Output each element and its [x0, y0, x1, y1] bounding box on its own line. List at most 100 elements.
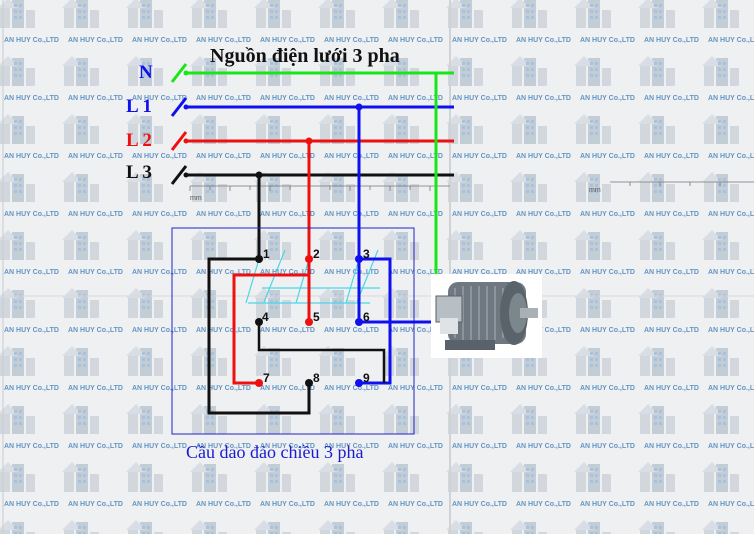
svg-text:6: 6 [363, 310, 370, 324]
watermark-text: AN HUY Co.,LTD [580, 153, 635, 160]
watermark-text: AN HUY Co.,LTD [68, 211, 123, 218]
watermark-text: AN HUY Co.,LTD [708, 37, 754, 44]
watermark-text: AN HUY Co.,LTD [324, 95, 379, 102]
watermark-text: AN HUY Co.,LTD [644, 501, 699, 508]
terminal-5: 5 [305, 310, 320, 326]
watermark-text: AN HUY Co.,LTD [68, 37, 123, 44]
terminal-3: 3 [355, 247, 370, 263]
watermark-text: AN HUY Co.,LTD [68, 501, 123, 508]
watermark-text: AN HUY Co.,LTD [260, 211, 315, 218]
terminal-4: 4 [255, 310, 269, 326]
watermark-text: AN HUY Co.,LTD [132, 501, 187, 508]
watermark-text: AN HUY Co.,LTD [4, 443, 59, 450]
watermark-text: AN HUY Co.,LTD [324, 37, 379, 44]
watermark-text: AN HUY Co.,LTD [324, 269, 379, 276]
watermark-text: AN HUY Co.,LTD [516, 385, 571, 392]
svg-text:2: 2 [313, 247, 320, 261]
watermark-text: AN HUY Co.,LTD [644, 211, 699, 218]
watermark-text: AN HUY Co.,LTD [388, 153, 443, 160]
watermark-text: AN HUY Co.,LTD [452, 95, 507, 102]
watermark-text: AN HUY Co.,LTD [516, 37, 571, 44]
watermark-text: AN HUY Co.,LTD [644, 153, 699, 160]
watermark-text: AN HUY Co.,LTD [644, 269, 699, 276]
line-label-l1: L 1 [126, 96, 152, 117]
svg-text:8: 8 [313, 371, 320, 385]
watermark-text: AN HUY Co.,LTD [580, 385, 635, 392]
watermark-text: AN HUY Co.,LTD [4, 153, 59, 160]
reversing-switch-frame [171, 227, 415, 435]
watermark-text: AN HUY Co.,LTD [260, 269, 315, 276]
watermark-text: AN HUY Co.,LTD [260, 501, 315, 508]
wire-4-9 [257, 322, 386, 383]
svg-text:1: 1 [263, 247, 270, 261]
watermark-text: AN HUY Co.,LTD [196, 327, 251, 334]
watermark-text: AN HUY Co.,LTD [452, 385, 507, 392]
watermark-text: AN HUY Co.,LTD [132, 153, 187, 160]
watermark-text: AN HUY Co.,LTD [132, 443, 187, 450]
watermark-text: AN HUY Co.,LTD [324, 443, 379, 450]
terminal-2: 2 [305, 247, 320, 263]
watermark-text: AN HUY Co.,LTD [644, 327, 699, 334]
terminal-1: 1 [255, 247, 270, 263]
watermark-text: AN HUY Co.,LTD [580, 37, 635, 44]
diagram-title: Nguồn điện lưới 3 pha [210, 45, 400, 67]
watermark-text: AN HUY Co.,LTD [644, 443, 699, 450]
watermark-text: AN HUY Co.,LTD [708, 501, 754, 508]
wire-1-8 [207, 257, 311, 415]
watermark-text: AN HUY Co.,LTD [708, 385, 754, 392]
svg-text:5: 5 [313, 310, 320, 324]
svg-text:9: 9 [363, 371, 370, 385]
watermark-text: AN HUY Co.,LTD [324, 501, 379, 508]
watermark-text: AN HUY Co.,LTD [196, 269, 251, 276]
terminal-6: 6 [355, 310, 370, 326]
knife-switch-icon [170, 63, 189, 185]
watermark-text: AN HUY Co.,LTD [388, 269, 443, 276]
watermark-text: AN HUY Co.,LTD [68, 443, 123, 450]
watermark-text: AN HUY Co.,LTD [516, 153, 571, 160]
watermark-text: AN HUY Co.,LTD [4, 269, 59, 276]
watermark-text: AN HUY Co.,LTD [388, 443, 443, 450]
watermark-text: AN HUY Co.,LTD [708, 211, 754, 218]
watermark-text: AN HUY Co.,LTD [4, 37, 59, 44]
watermark-text: AN HUY Co.,LTD [4, 501, 59, 508]
watermark-text: AN HUY Co.,LTD [68, 153, 123, 160]
watermark-text: AN HUY Co.,LTD [388, 37, 443, 44]
watermark-text: AN HUY Co.,LTD [196, 95, 251, 102]
watermark-text: AN HUY Co.,LTD [196, 385, 251, 392]
line-label-l3: L 3 [126, 162, 152, 183]
watermark-text: AN HUY Co.,LTD [196, 443, 251, 450]
terminal-9: 9 [355, 371, 370, 387]
watermark-text: AN HUY Co.,LTD [196, 153, 251, 160]
watermark-text: AN HUY Co.,LTD [260, 443, 315, 450]
watermark-text: AN HUY Co.,LTD [260, 385, 315, 392]
watermark-text: AN HUY Co.,LTD [4, 327, 59, 334]
watermark-text: AN HUY Co.,LTD [4, 385, 59, 392]
watermark-text: AN HUY Co.,LTD [132, 327, 187, 334]
watermark-text: AN HUY Co.,LTD [388, 95, 443, 102]
watermark-text: AN HUY Co.,LTD [580, 95, 635, 102]
watermark-text: AN HUY Co.,LTD [516, 501, 571, 508]
watermark-text: AN HUY Co.,LTD [452, 211, 507, 218]
watermark-text: AN HUY Co.,LTD [68, 385, 123, 392]
watermark-text: AN HUY Co.,LTD [580, 211, 635, 218]
electric-motor-icon [431, 274, 542, 358]
switch-caption: Cầu dao đảo chiều 3 pha [186, 442, 363, 462]
watermark-text: AN HUY Co.,LTD [516, 95, 571, 102]
line-label-n: N [139, 62, 153, 83]
watermark-text: AN HUY Co.,LTD [324, 385, 379, 392]
watermark-text: AN HUY Co.,LTD [516, 327, 571, 334]
watermark-text: AN HUY Co.,LTD [388, 501, 443, 508]
watermark-text: AN HUY Co.,LTD [196, 501, 251, 508]
watermark-text: AN HUY Co.,LTD [260, 95, 315, 102]
watermark-text: AN HUY Co.,LTD [324, 211, 379, 218]
watermark-text: AN HUY Co.,LTD [644, 37, 699, 44]
watermark-text: AN HUY Co.,LTD [452, 153, 507, 160]
watermark-text: AN HUY Co.,LTD [452, 269, 507, 276]
watermark-text: AN HUY Co.,LTD [644, 95, 699, 102]
watermark-text: AN HUY Co.,LTD [196, 37, 251, 44]
watermark-text: AN HUY Co.,LTD [708, 95, 754, 102]
watermark-text: AN HUY Co.,LTD [708, 269, 754, 276]
